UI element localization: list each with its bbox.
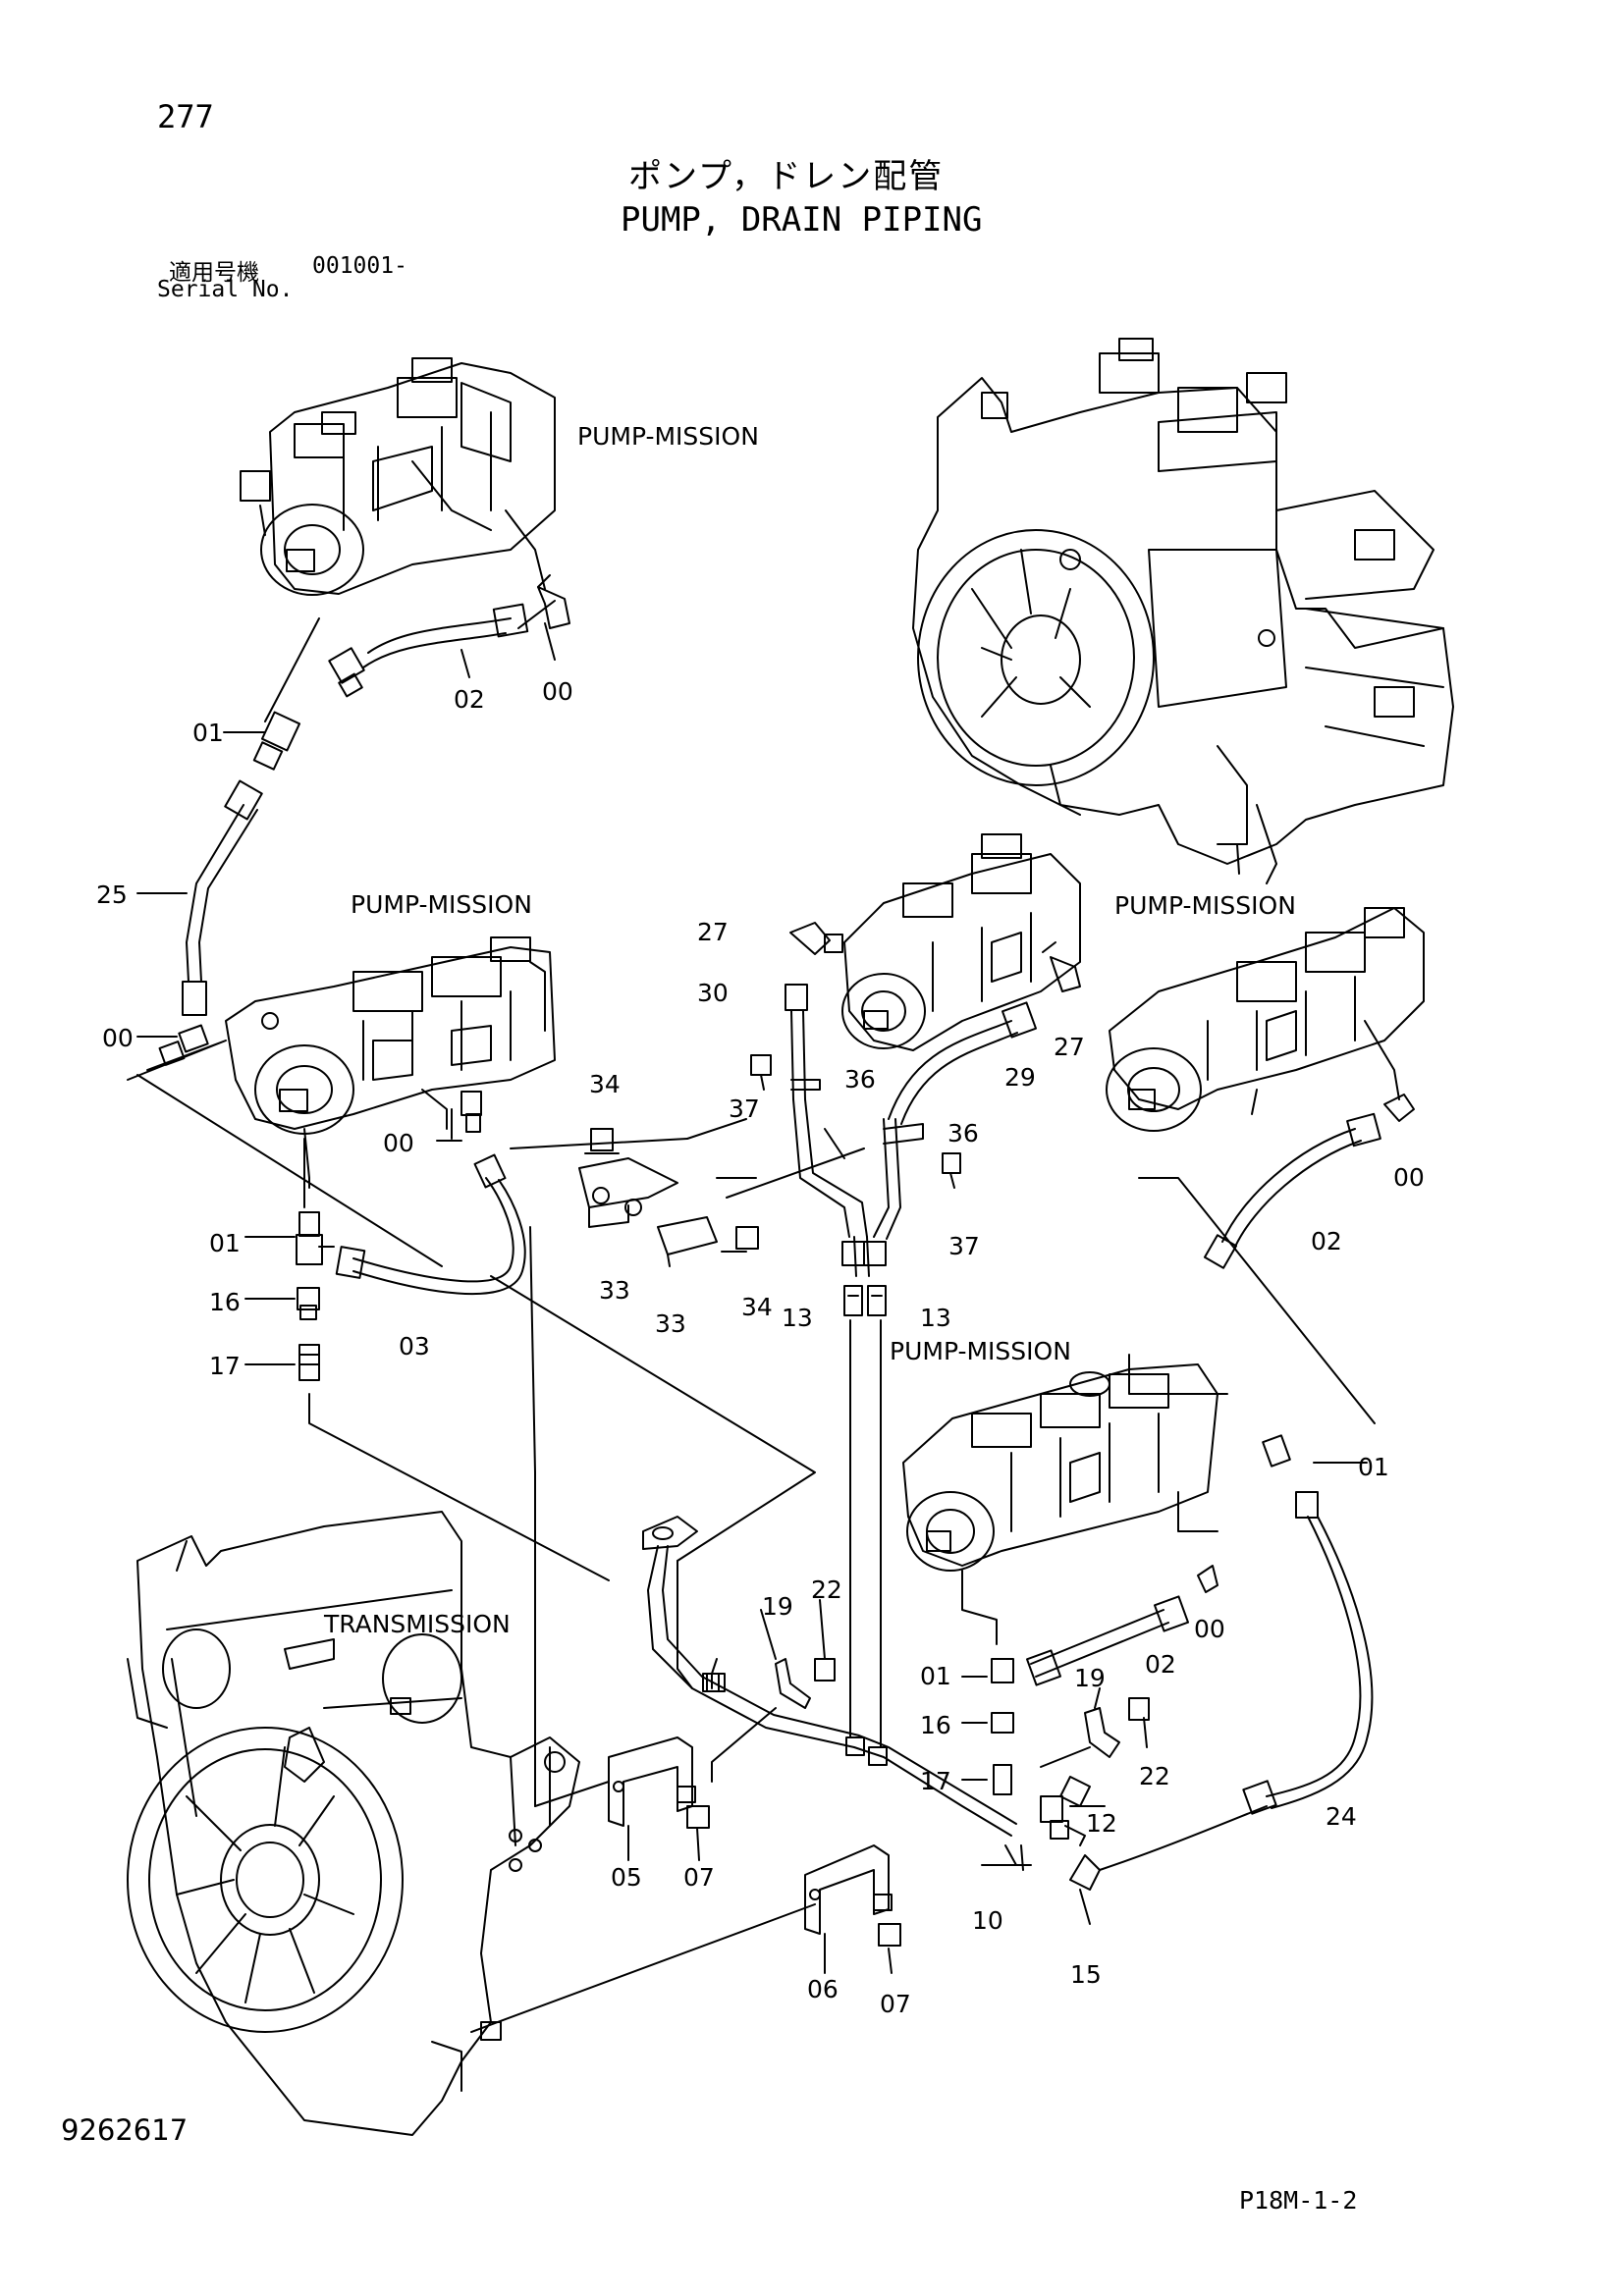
- part-number[interactable]: 34: [741, 1293, 773, 1321]
- label-pump-mission-middle-right: PUMP-MISSION: [1114, 891, 1296, 920]
- hose-25: [183, 781, 262, 1015]
- part-number[interactable]: 02: [1311, 1227, 1342, 1255]
- label-pump-mission-lower: PUMP-MISSION: [890, 1337, 1071, 1365]
- brackets-19-22-upper: [712, 1600, 835, 1782]
- hose-assembly-02-top: [254, 575, 569, 770]
- serial-label-japanese: 適用号機: [169, 260, 259, 286]
- part-number[interactable]: 19: [762, 1592, 793, 1621]
- part-number[interactable]: 00: [383, 1129, 414, 1157]
- part-number[interactable]: 27: [697, 918, 729, 946]
- fittings-10-12-15: [982, 1777, 1267, 1924]
- part-number[interactable]: 17: [209, 1352, 241, 1380]
- part-number[interactable]: 02: [454, 685, 485, 714]
- part-number[interactable]: 16: [209, 1288, 241, 1316]
- part-number[interactable]: 29: [1004, 1063, 1036, 1092]
- part-number[interactable]: 12: [1086, 1809, 1117, 1838]
- part-number[interactable]: 37: [948, 1232, 980, 1260]
- center-pipes-30-36-13: [751, 985, 960, 1747]
- assembly-reference-lines: [128, 1041, 1375, 1806]
- part-number[interactable]: 03: [399, 1332, 430, 1361]
- part-number[interactable]: 33: [599, 1276, 630, 1305]
- brackets-33-34: [579, 1129, 758, 1266]
- part-number[interactable]: 01: [209, 1229, 241, 1257]
- part-number[interactable]: 10: [972, 1906, 1003, 1935]
- brackets-19-22-lower: [1041, 1688, 1149, 1767]
- pump-mission-assembly-top-left: [241, 358, 555, 595]
- part-number[interactable]: 00: [1194, 1615, 1225, 1643]
- pump-mission-assembly-lower: [903, 1364, 1218, 1644]
- pipe-10: [643, 1517, 1016, 1836]
- part-number[interactable]: 25: [96, 881, 128, 909]
- part-number[interactable]: 36: [947, 1119, 979, 1148]
- part-number[interactable]: 01: [920, 1662, 951, 1690]
- transmission-housing: [128, 1512, 579, 2135]
- part-number[interactable]: 17: [920, 1767, 951, 1795]
- part-number[interactable]: 06: [807, 1975, 839, 2003]
- part-number[interactable]: 27: [1054, 1033, 1085, 1061]
- part-number[interactable]: 34: [589, 1070, 621, 1098]
- label-pump-mission-middle-left: PUMP-MISSION: [351, 890, 532, 919]
- part-number[interactable]: 24: [1326, 1802, 1357, 1831]
- brackets-06-07: [471, 1845, 900, 2032]
- fittings-middle-left: [160, 1025, 481, 1380]
- page-title-english: PUMP, DRAIN PIPING: [621, 200, 983, 240]
- part-number[interactable]: 00: [102, 1024, 134, 1052]
- part-number[interactable]: 19: [1074, 1664, 1106, 1692]
- page-title-japanese: ポンプ，ドレン配管: [628, 157, 945, 196]
- label-transmission: TRANSMISSION: [324, 1610, 511, 1638]
- pump-mission-assembly-middle-right: [1107, 908, 1424, 1131]
- page-code: P18M-1-2: [1239, 2186, 1358, 2215]
- page-number: 277: [157, 98, 214, 135]
- part-number[interactable]: 22: [1139, 1762, 1170, 1790]
- part-number[interactable]: 16: [920, 1711, 951, 1739]
- pipe-routing-center: [677, 1561, 719, 1691]
- part-number[interactable]: 15: [1070, 1960, 1102, 1989]
- serial-label-english: Serial No.: [157, 277, 294, 302]
- leader-lines-top-left: [137, 601, 555, 1037]
- hose-02-right: [1205, 1095, 1414, 1814]
- part-number[interactable]: 02: [1145, 1650, 1176, 1679]
- part-number[interactable]: 00: [1393, 1163, 1425, 1192]
- part-number[interactable]: 00: [542, 677, 573, 706]
- part-number[interactable]: 07: [880, 1990, 911, 2018]
- part-number[interactable]: 37: [729, 1095, 760, 1123]
- hose-03: [337, 1155, 525, 1295]
- document-id: 9262617: [61, 2113, 189, 2147]
- part-number[interactable]: 07: [683, 1863, 715, 1892]
- part-number[interactable]: 33: [655, 1309, 686, 1338]
- part-number[interactable]: 13: [920, 1304, 951, 1332]
- hose-29-fittings-27: [790, 923, 1080, 1124]
- pump-mission-assembly-middle-left: [226, 937, 555, 1134]
- part-number[interactable]: 22: [811, 1575, 842, 1604]
- part-number[interactable]: 01: [192, 719, 224, 747]
- serial-number-value: 001001-: [312, 253, 407, 279]
- part-number[interactable]: 36: [844, 1065, 876, 1094]
- part-number[interactable]: 13: [782, 1304, 813, 1332]
- hose-02-lower: [962, 1566, 1218, 1794]
- label-pump-mission-top-left: PUMP-MISSION: [577, 422, 759, 451]
- part-number[interactable]: 30: [697, 979, 729, 1007]
- part-number[interactable]: 01: [1358, 1453, 1389, 1481]
- pump-mission-assembly-center: [842, 834, 1080, 1050]
- part-number[interactable]: 05: [611, 1863, 642, 1892]
- pump-transmission-housing-top-right: [913, 339, 1453, 883]
